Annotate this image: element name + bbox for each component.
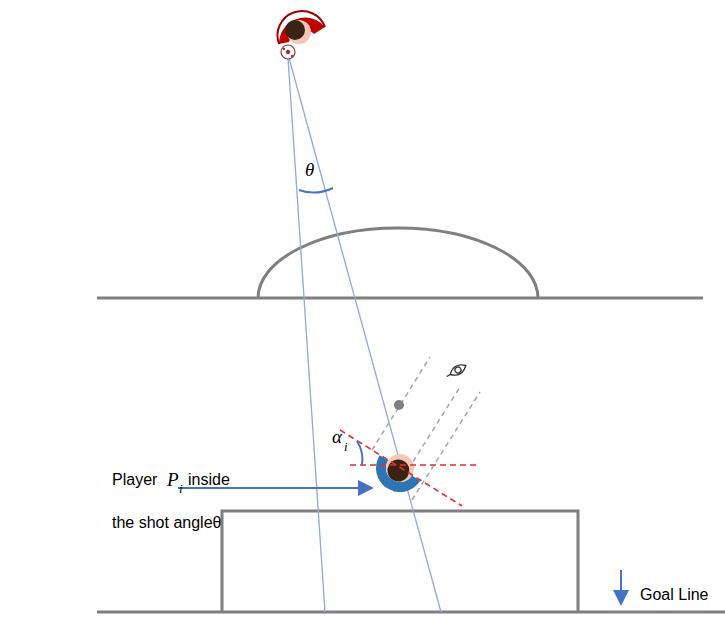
shot-angle-lines bbox=[288, 58, 441, 612]
player-label: P bbox=[167, 470, 179, 489]
goal-line-label: Goal Line bbox=[640, 587, 709, 603]
angle-label: α bbox=[332, 427, 342, 446]
theta-arc bbox=[299, 188, 333, 193]
eye-icon bbox=[444, 362, 468, 381]
shooter-symbol bbox=[277, 11, 325, 59]
angle-subscript: i bbox=[344, 440, 348, 453]
player-label: the shot angleθ bbox=[112, 515, 221, 531]
orientation-lines bbox=[340, 430, 476, 506]
alpha-arc bbox=[357, 441, 362, 465]
player-subscript: i bbox=[179, 482, 183, 495]
player-label: inside bbox=[188, 472, 230, 488]
player-label: Player bbox=[112, 472, 157, 488]
angle-label: θ bbox=[305, 160, 314, 179]
field-lines bbox=[97, 228, 725, 612]
ball-dot bbox=[394, 400, 404, 410]
pointer-arrow bbox=[620, 570, 622, 604]
